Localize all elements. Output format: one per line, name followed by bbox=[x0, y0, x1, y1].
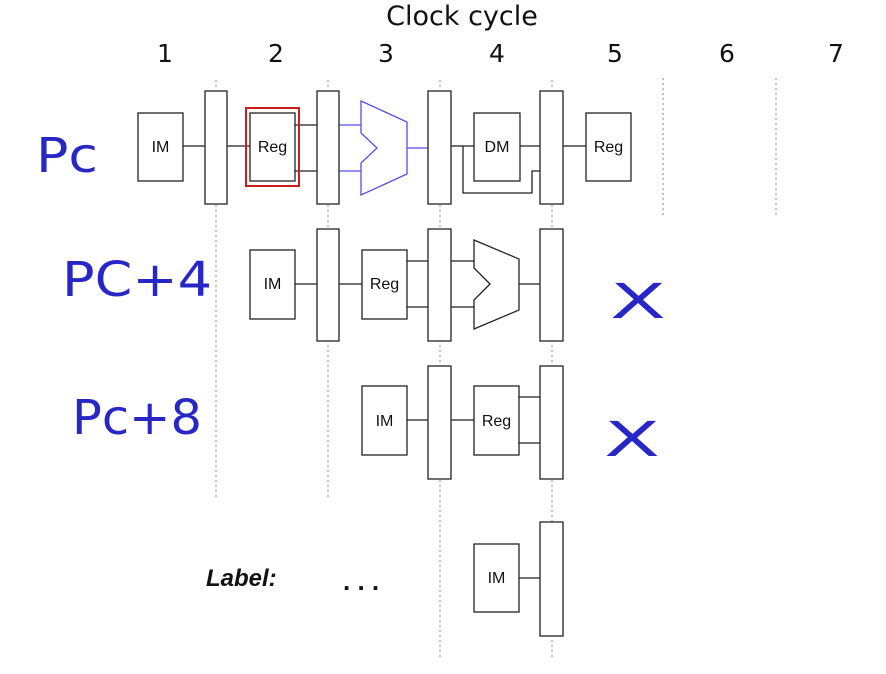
row-1-dm-label: DM bbox=[485, 139, 510, 156]
row-2-im-label: IM bbox=[264, 276, 282, 293]
row-1-writeback-reg-block bbox=[585, 112, 632, 182]
ellipsis-text: . . . bbox=[343, 566, 379, 596]
row-3-pipeline-register-1 bbox=[427, 365, 452, 480]
row-1: IM Reg DM Reg bbox=[137, 90, 632, 205]
row-1-im-block bbox=[137, 112, 184, 182]
row-1-alu-stage bbox=[339, 99, 428, 197]
row-2-pipeline-register-3 bbox=[539, 228, 564, 342]
cycle-4-label: 4 bbox=[489, 39, 505, 68]
row-1-pipeline-register-4 bbox=[539, 90, 564, 205]
row-1-writeback-reg-label: Reg bbox=[594, 139, 623, 156]
label-text: Label: bbox=[206, 565, 277, 592]
row-2: IM Reg bbox=[249, 228, 564, 342]
cycle-6-label: 6 bbox=[719, 39, 735, 68]
row-2-reg-label: Reg bbox=[370, 276, 399, 293]
row-1-im-label: IM bbox=[152, 139, 170, 156]
row-3-wires bbox=[407, 396, 540, 444]
row-3-pipeline-register-2 bbox=[539, 365, 564, 480]
alu-icon bbox=[360, 99, 408, 197]
annotation-pc-plus-4: PC+4 bbox=[62, 252, 212, 308]
cycle-3-label: 3 bbox=[378, 39, 394, 68]
row-2-pipeline-register-2 bbox=[427, 228, 452, 342]
annotation-x-row-2: X bbox=[610, 274, 666, 330]
row-2-im-block bbox=[249, 249, 296, 320]
row-4: Label: . . . IM bbox=[206, 521, 564, 637]
row-3-reg-label: Reg bbox=[482, 413, 511, 430]
annotation-x-row-3: X bbox=[604, 412, 660, 468]
annotation-pc: Pc bbox=[36, 128, 98, 184]
row-3-reg-block bbox=[473, 385, 520, 456]
clock-cycle-title: Clock cycle bbox=[386, 1, 538, 32]
row-1-dm-block bbox=[473, 112, 521, 182]
row-2-wires bbox=[295, 239, 540, 330]
row-2-alu-icon bbox=[473, 239, 520, 330]
row-3-im-label: IM bbox=[376, 413, 394, 430]
row-3: IM Reg bbox=[361, 365, 564, 480]
row-4-pipeline-register-1 bbox=[539, 521, 564, 637]
cycle-7-label: 7 bbox=[828, 39, 844, 68]
cycle-2-label: 2 bbox=[268, 39, 284, 68]
handwritten-annotations: Pc PC+4 Pc+8 X X bbox=[36, 128, 666, 468]
row-1-pipeline-register-3 bbox=[427, 90, 452, 205]
row-3-im-block bbox=[361, 385, 408, 456]
row-1-reg-highlight bbox=[245, 107, 300, 187]
row-2-pipeline-register-1 bbox=[316, 228, 340, 342]
row-4-im-label: IM bbox=[488, 570, 506, 587]
row-1-reg-block bbox=[249, 112, 296, 182]
row-1-pipeline-register-1 bbox=[204, 90, 228, 205]
annotation-pc-plus-8: Pc+8 bbox=[72, 390, 202, 446]
row-4-im-block bbox=[473, 543, 520, 613]
row-1-pipeline-register-2 bbox=[316, 90, 340, 205]
cycle-5-label: 5 bbox=[607, 39, 623, 68]
cycle-1-label: 1 bbox=[157, 39, 173, 68]
row-2-reg-block bbox=[361, 249, 408, 320]
row-1-wires bbox=[183, 124, 586, 194]
row-1-reg-label: Reg bbox=[258, 139, 287, 156]
